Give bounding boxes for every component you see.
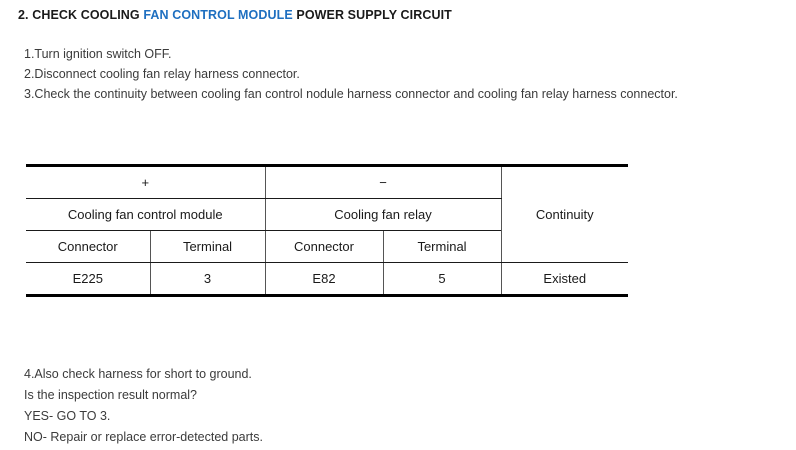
subheader-connector-a-label: Connector <box>57 239 118 254</box>
cell-polarity-positive: + <box>26 164 265 199</box>
cell-group-positive: Cooling fan control module <box>26 198 265 231</box>
value-terminal-a: 3 <box>203 271 212 286</box>
table-row-subheaders: Connector Terminal Connector Terminal <box>26 230 628 263</box>
cell-polarity-negative: − <box>264 164 501 199</box>
instruction-step-3: 3.Check the continuity between cooling f… <box>24 87 678 101</box>
branch-no: NO- Repair or replace error-detected par… <box>24 430 263 444</box>
page-title-prefix: 2. CHECK COOLING <box>18 8 144 22</box>
polarity-positive-label: + <box>141 175 150 190</box>
value-connector-a: E225 <box>72 271 103 286</box>
branch-yes: YES- GO TO 3. <box>24 409 111 423</box>
table-row-values: E225 3 E82 5 Existed <box>26 262 628 297</box>
page-title-highlight: FAN CONTROL MODULE <box>143 8 293 22</box>
table-row-polarity: + − Continuity <box>26 164 628 263</box>
instruction-step-2: 2.Disconnect cooling fan relay harness c… <box>24 67 300 81</box>
cell-subheader-terminal-b: Terminal <box>382 230 501 263</box>
page-title-suffix: POWER SUPPLY CIRCUIT <box>292 8 452 22</box>
cell-value-terminal-b: 5 <box>382 262 501 297</box>
subheader-terminal-b-label: Terminal <box>417 239 467 254</box>
value-terminal-b: 5 <box>438 271 446 286</box>
cell-value-continuity: Existed <box>500 262 628 297</box>
group-positive-label: Cooling fan control module <box>67 207 223 222</box>
cell-value-connector-b: E82 <box>264 262 383 297</box>
subheader-terminal-a-label: Terminal <box>182 239 233 254</box>
value-continuity: Existed <box>543 271 587 286</box>
page-title: 2. CHECK COOLING FAN CONTROL MODULE POWE… <box>18 8 452 22</box>
group-negative-label: Cooling fan relay <box>334 207 432 222</box>
instruction-list-top: 1.Turn ignition switch OFF. 2.Disconnect… <box>24 44 678 104</box>
instruction-list-bottom: 4.Also check harness for short to ground… <box>24 364 263 448</box>
continuity-table: + − Continuity Cooling fan control modul… <box>26 164 628 297</box>
cell-subheader-terminal-a: Terminal <box>149 230 265 263</box>
cell-subheader-connector-a: Connector <box>26 230 150 263</box>
inspection-question: Is the inspection result normal? <box>24 388 198 402</box>
continuity-header-label: Continuity <box>535 207 594 222</box>
polarity-negative-label: − <box>379 175 387 190</box>
cell-subheader-connector-b: Connector <box>264 230 383 263</box>
cell-continuity-header: Continuity <box>500 164 628 263</box>
cell-group-negative: Cooling fan relay <box>264 198 501 231</box>
instruction-step-4: 4.Also check harness for short to ground… <box>24 367 252 381</box>
continuity-table-container: + − Continuity Cooling fan control modul… <box>26 164 628 297</box>
cell-value-terminal-a: 3 <box>149 262 265 297</box>
instruction-step-1: 1.Turn ignition switch OFF. <box>24 47 172 61</box>
subheader-connector-b-label: Connector <box>294 239 354 254</box>
table-row-groups: Cooling fan control module Cooling fan r… <box>26 198 628 231</box>
cell-value-connector-a: E225 <box>26 262 150 297</box>
value-connector-b: E82 <box>312 271 336 286</box>
